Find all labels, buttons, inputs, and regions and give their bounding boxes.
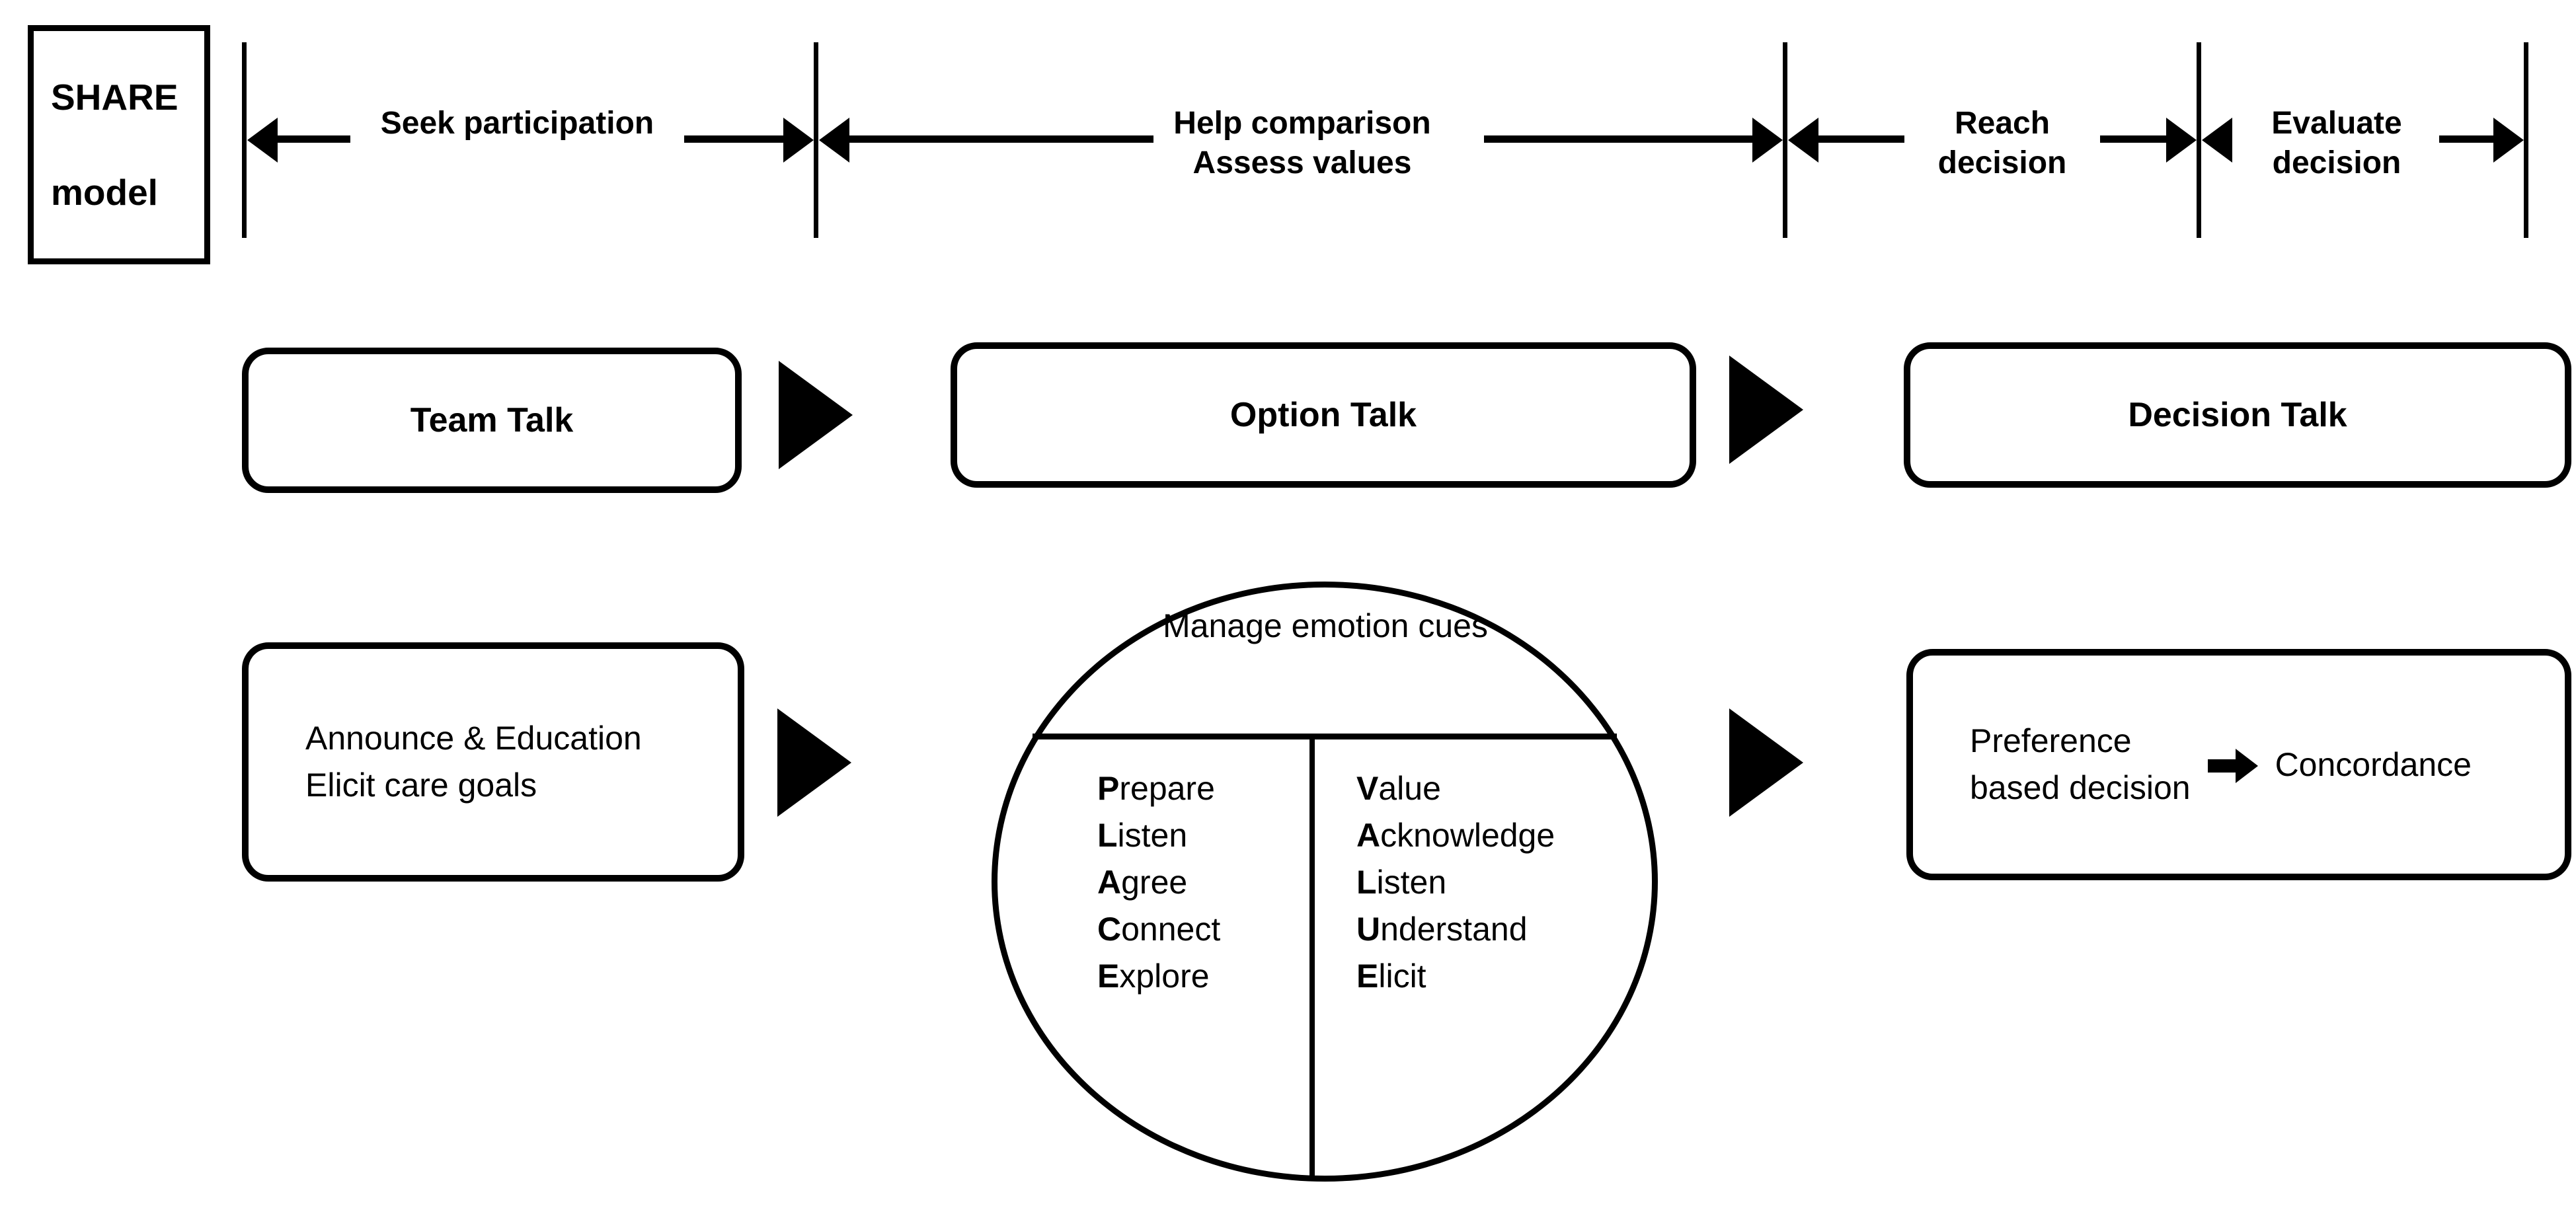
chevron-arrow-circle-to-preference-icon <box>1729 708 1803 817</box>
arrow-head-left-evaluate <box>2202 118 2232 163</box>
value-rest-understand: nderstand <box>1380 911 1528 948</box>
place-initial-p: P <box>1097 770 1120 807</box>
right-arrow-icon <box>2207 749 2258 783</box>
announce-educate-line2: Elicit care goals <box>305 767 537 804</box>
place-acronym-column: Prepare Listen Agree Connect Explore <box>1097 765 1220 1000</box>
share-model-line1: SHARE <box>51 76 178 118</box>
place-item-prepare: Prepare <box>1097 765 1220 812</box>
chevron-arrow-announce-to-circle-icon <box>777 708 851 817</box>
phase-label-reach-line2: decision <box>1937 145 2067 180</box>
timeline-tick-2 <box>814 42 818 238</box>
preference-decision-line1: Preference <box>1970 722 2132 759</box>
value-initial-e: E <box>1356 958 1379 995</box>
arrow-shaft-help-right <box>1484 135 1752 143</box>
place-initial-e: E <box>1097 958 1120 995</box>
announce-educate-text: Announce & Education Elicit care goals <box>305 715 642 809</box>
value-acronym-column: Value Acknowledge Listen Understand Elic… <box>1356 765 1555 1000</box>
arrow-head-right-evaluate <box>2493 118 2524 163</box>
circle-horizontal-divider <box>1033 734 1617 739</box>
manage-emotion-cues-label: Manage emotion cues <box>1163 607 1488 644</box>
timeline-tick-3 <box>1783 42 1787 238</box>
value-item-listen: Listen <box>1356 859 1555 906</box>
value-item-elicit: Elicit <box>1356 953 1555 1000</box>
arrow-head-left-help <box>819 118 849 163</box>
team-talk-box[interactable]: Team Talk <box>242 348 742 493</box>
share-model-label-box: SHARE model <box>28 25 210 264</box>
arrow-shaft-help-left <box>849 135 1153 143</box>
phase-label-evaluate-decision: Evaluate decision <box>2238 104 2436 183</box>
arrow-shaft-seek-right <box>684 135 783 143</box>
value-item-value: Value <box>1356 765 1555 812</box>
value-item-understand: Understand <box>1356 906 1555 953</box>
emotion-cues-circle <box>992 582 1658 1182</box>
place-item-listen: Listen <box>1097 812 1220 859</box>
value-rest-elicit: licit <box>1378 958 1426 995</box>
place-rest-connect: onnect <box>1121 911 1221 948</box>
announce-educate-line1: Announce & Education <box>305 720 642 757</box>
place-initial-c: C <box>1097 911 1122 948</box>
value-initial-u: U <box>1356 911 1381 948</box>
right-arrow-shaft <box>2207 759 2236 773</box>
phase-label-seek-participation-line1: Seek participation <box>380 106 654 141</box>
decision-talk-label: Decision Talk <box>2128 396 2347 434</box>
timeline-tick-1 <box>242 42 247 238</box>
place-item-agree: Agree <box>1097 859 1220 906</box>
place-rest-listen: isten <box>1117 817 1188 854</box>
arrow-head-right-help <box>1752 118 1783 163</box>
phase-label-evaluate-line2: decision <box>2272 145 2401 180</box>
place-initial-a: A <box>1097 864 1122 901</box>
phase-label-reach-decision: Reach decision <box>1904 104 2100 183</box>
preference-decision-row: Preference based decision Concordance <box>1970 718 2472 812</box>
share-model-line2: model <box>51 171 158 213</box>
arrow-shaft-evaluate-right <box>2439 135 2493 143</box>
option-talk-box[interactable]: Option Talk <box>951 342 1696 488</box>
preference-decision-line2: based decision <box>1970 769 2191 806</box>
circle-vertical-divider <box>1309 734 1315 1180</box>
arrow-head-left-reach <box>1788 118 1818 163</box>
phase-label-evaluate-line1: Evaluate <box>2271 106 2402 141</box>
right-arrow-head <box>2235 749 2258 783</box>
arrow-head-left-seek <box>247 118 278 163</box>
value-initial-a: A <box>1356 817 1381 854</box>
place-rest-prepare: repare <box>1119 770 1215 807</box>
decision-talk-box[interactable]: Decision Talk <box>1904 342 2571 488</box>
phase-label-help-comparison: Help comparison Assess values <box>1153 104 1451 183</box>
chevron-arrow-team-to-option-icon <box>779 361 853 469</box>
arrow-shaft-reach-left <box>1818 135 1904 143</box>
preference-decision-text: Preference based decision <box>1970 718 2191 812</box>
value-rest-listen: isten <box>1376 864 1447 901</box>
team-talk-label: Team Talk <box>410 401 574 439</box>
concordance-label: Concordance <box>2275 745 2472 783</box>
phase-label-help-line2: Assess values <box>1192 145 1412 180</box>
place-initial-l: L <box>1097 817 1118 854</box>
option-talk-label: Option Talk <box>1229 396 1417 434</box>
value-item-acknowledge: Acknowledge <box>1356 812 1555 859</box>
place-item-explore: Explore <box>1097 953 1220 1000</box>
arrow-shaft-reach-right <box>2100 135 2166 143</box>
arrow-head-right-seek <box>783 118 814 163</box>
place-item-connect: Connect <box>1097 906 1220 953</box>
value-initial-v: V <box>1356 770 1379 807</box>
chevron-arrow-option-to-decision-icon <box>1729 356 1803 464</box>
announce-educate-box[interactable]: Announce & Education Elicit care goals <box>242 642 744 882</box>
place-rest-agree: gree <box>1121 864 1188 901</box>
arrow-head-right-reach <box>2166 118 2197 163</box>
preference-decision-box[interactable]: Preference based decision Concordance <box>1906 649 2571 880</box>
value-rest-acknowledge: cknowledge <box>1380 817 1555 854</box>
value-initial-l: L <box>1356 864 1377 901</box>
phase-label-help-line1: Help comparison <box>1173 106 1431 141</box>
timeline-tick-5 <box>2524 42 2528 238</box>
value-rest-value: alue <box>1378 770 1441 807</box>
arrow-shaft-seek-left <box>278 135 350 143</box>
phase-label-seek-participation: Seek participation <box>350 104 684 143</box>
place-rest-explore: xplore <box>1119 958 1210 995</box>
timeline-tick-4 <box>2197 42 2201 238</box>
phase-label-reach-line1: Reach <box>1954 106 2050 141</box>
